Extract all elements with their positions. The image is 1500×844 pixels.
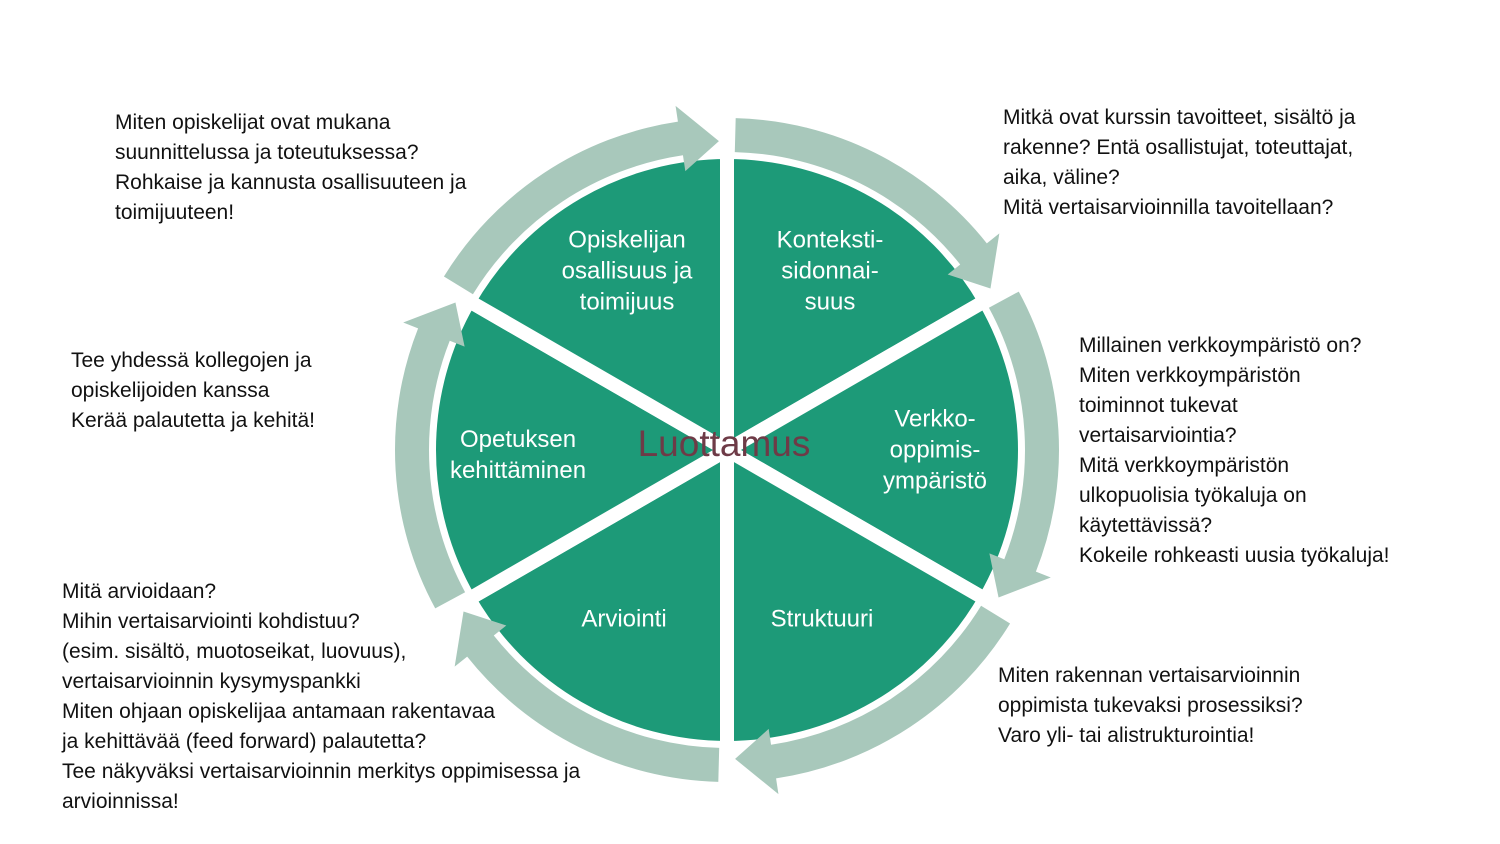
label-line: Opiskelijan (568, 226, 686, 254)
label-line: osallisuus ja (561, 257, 693, 285)
label-line: Struktuuri (770, 605, 874, 633)
note-line: käytettävissä? (1079, 514, 1213, 537)
note-top-right: Mitkä ovat kurssin tavoitteet, sisältö j… (1003, 103, 1355, 223)
note-bottom-left: Mitä arvioidaan? Mihin vertaisarviointi … (62, 577, 580, 817)
center-label: Luottamus (637, 423, 811, 464)
note-line: Mitä arvioidaan? (62, 580, 217, 603)
note-line: Miten rakennan vertaisarvioinnin (998, 664, 1301, 687)
note-line: Tee yhdessä kollegojen ja (71, 349, 312, 372)
cycle-arrow-icon (454, 611, 720, 782)
note-line: opiskelijoiden kanssa (71, 379, 270, 402)
note-bottom-right: Miten rakennan vertaisarvioinnin oppimis… (998, 661, 1303, 751)
note-line: vertaisarviointia? (1079, 424, 1237, 447)
note-line: oppimista tukevaksi prosessiksi? (998, 694, 1303, 717)
cycle-arrow-icon (734, 118, 1000, 289)
slice-label-kontekstisidonnaisuus: Konteksti- sidonnai- suus (777, 225, 884, 318)
note-line: Mitkä ovat kurssin tavoitteet, sisältö j… (1003, 106, 1356, 129)
note-line: toimijuuteen! (115, 201, 235, 224)
note-line: ulkopuolisia työkaluja on (1079, 484, 1307, 507)
note-line: Miten opiskelijat ovat mukana (115, 111, 391, 134)
cycle-arrow-icon (988, 291, 1059, 598)
note-line: Miten verkkoympäristön (1079, 364, 1301, 387)
note-line: Miten ohjaan opiskelijaa antamaan rakent… (62, 700, 496, 723)
note-line: Kerää palautetta ja kehitä! (71, 409, 316, 432)
note-left: Tee yhdessä kollegojen ja opiskelijoiden… (71, 346, 315, 436)
slice-label-arviointi: Arviointi (581, 604, 666, 635)
slice-label-opiskelijan-osallisuus: Opiskelijan osallisuus ja toimijuus (562, 225, 693, 318)
note-line: arvioinnissa! (62, 790, 179, 813)
label-line: Verkko- (894, 405, 976, 433)
note-line: rakenne? Entä osallistujat, toteuttajat, (1003, 136, 1354, 159)
note-line: Rohkaise ja kannusta osallisuuteen ja (115, 171, 467, 194)
label-line: Arviointi (581, 605, 667, 633)
label-line: oppimis- (889, 436, 981, 464)
note-line: suunnittelussa ja toteutuksessa? (115, 141, 419, 164)
note-line: ja kehittävää (feed forward) palautetta? (62, 730, 427, 753)
slice-label-struktuuri: Struktuuri (771, 604, 874, 635)
label-line: sidonnai- (781, 257, 879, 285)
label-line: toimijuus (579, 288, 675, 316)
label-line: suus (804, 288, 856, 316)
label-line: Konteksti- (776, 226, 884, 254)
note-line: vertaisarvioinnin kysymyspankki (62, 670, 361, 693)
note-line: Varo yli- tai alistrukturointia! (998, 724, 1255, 747)
note-line: (esim. sisältö, muotoseikat, luovuus), (62, 640, 407, 663)
label-line: ympäristö (882, 467, 988, 495)
note-right: Millainen verkkoympäristö on? Miten verk… (1079, 331, 1390, 571)
note-line: aika, väline? (1003, 166, 1120, 189)
note-line: Mitä vertaisarvioinnilla tavoitellaan? (1003, 196, 1334, 219)
note-top-left: Miten opiskelijat ovat mukana suunnittel… (115, 108, 466, 228)
cycle-arrow-icon (395, 302, 466, 609)
note-line: toiminnot tukevat (1079, 394, 1238, 417)
slice-label-opetuksen-kehittaminen: Opetuksen kehittäminen (450, 424, 586, 486)
label-line: kehittäminen (449, 457, 587, 484)
slice-label-verkko-oppimisymparisto: Verkko- oppimis- ympäristö (883, 404, 987, 497)
note-line: Kokeile rohkeasti uusia työkaluja! (1079, 544, 1390, 567)
cycle-arrow-icon (443, 105, 719, 295)
note-line: Mihin vertaisarviointi kohdistuu? (62, 610, 360, 633)
note-line: Tee näkyväksi vertaisarvioinnin merkitys… (62, 760, 581, 783)
note-line: Millainen verkkoympäristö on? (1079, 334, 1362, 357)
note-line: Mitä verkkoympäristön (1079, 454, 1290, 477)
label-line: Opetuksen (459, 426, 577, 453)
cycle-arrow-icon (735, 605, 1011, 795)
